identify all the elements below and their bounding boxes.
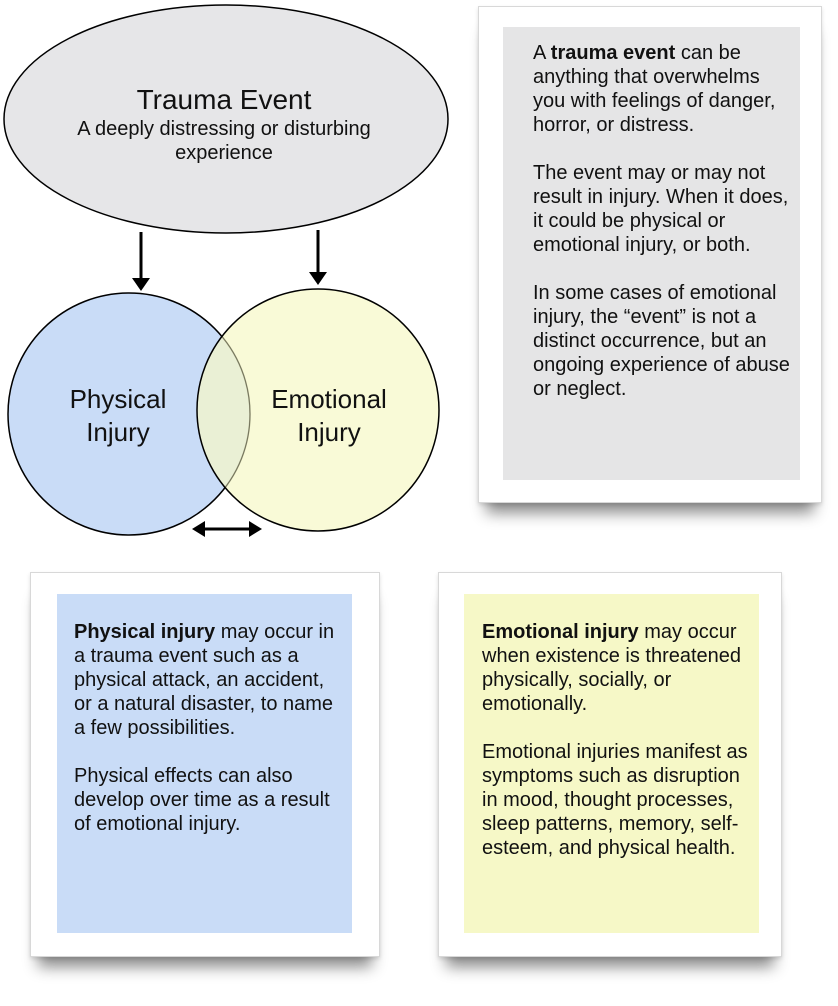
emotional-injury-label-line2: Injury [297,417,361,447]
arrow-to-physical-head [132,278,150,291]
trauma-event-subtitle-line1: A deeply distressing or disturbing [77,118,371,140]
physical-injury-label-line2: Injury [86,417,150,447]
physical-injury-label-line1: Physical [70,384,167,414]
physical-injury-panel: Physical injury may occur in a trauma ev… [57,594,352,933]
trauma-paragraph-1: A trauma event can be anything that over… [533,42,776,136]
trauma-event-subtitle-line2: experience [175,142,273,164]
physical-injury-term: Physical injury [74,621,216,643]
emotional-injury-label-line1: Emotional [271,384,387,414]
emotional-paragraph-2: Emotional injuries manifest as symptoms … [482,741,748,859]
trauma-event-panel: A trauma event can be anything that over… [503,27,800,480]
emotional-injury-term: Emotional injury [482,621,639,643]
physical-paragraph-1: Physical injury may occur in a trauma ev… [74,621,335,739]
double-arrow-right-head [249,521,262,537]
emotional-paragraph-1: Emotional injury may occur when existenc… [482,621,742,715]
arrow-to-emotional-head [309,272,327,285]
trauma-event-term: trauma event [550,42,676,64]
trauma-paragraph-3: In some cases of emotional injury, the “… [533,282,790,400]
trauma-paragraph-2: The event may or may not result in injur… [533,162,789,256]
physical-paragraph-2: Physical effects can also develop over t… [74,765,330,835]
emotional-injury-panel: Emotional injury may occur when existenc… [464,594,759,933]
double-arrow-left-head [192,521,205,537]
trauma-event-title: Trauma Event [137,84,312,115]
trauma-event-ellipse [3,4,449,234]
emotional-injury-circle [196,288,440,532]
